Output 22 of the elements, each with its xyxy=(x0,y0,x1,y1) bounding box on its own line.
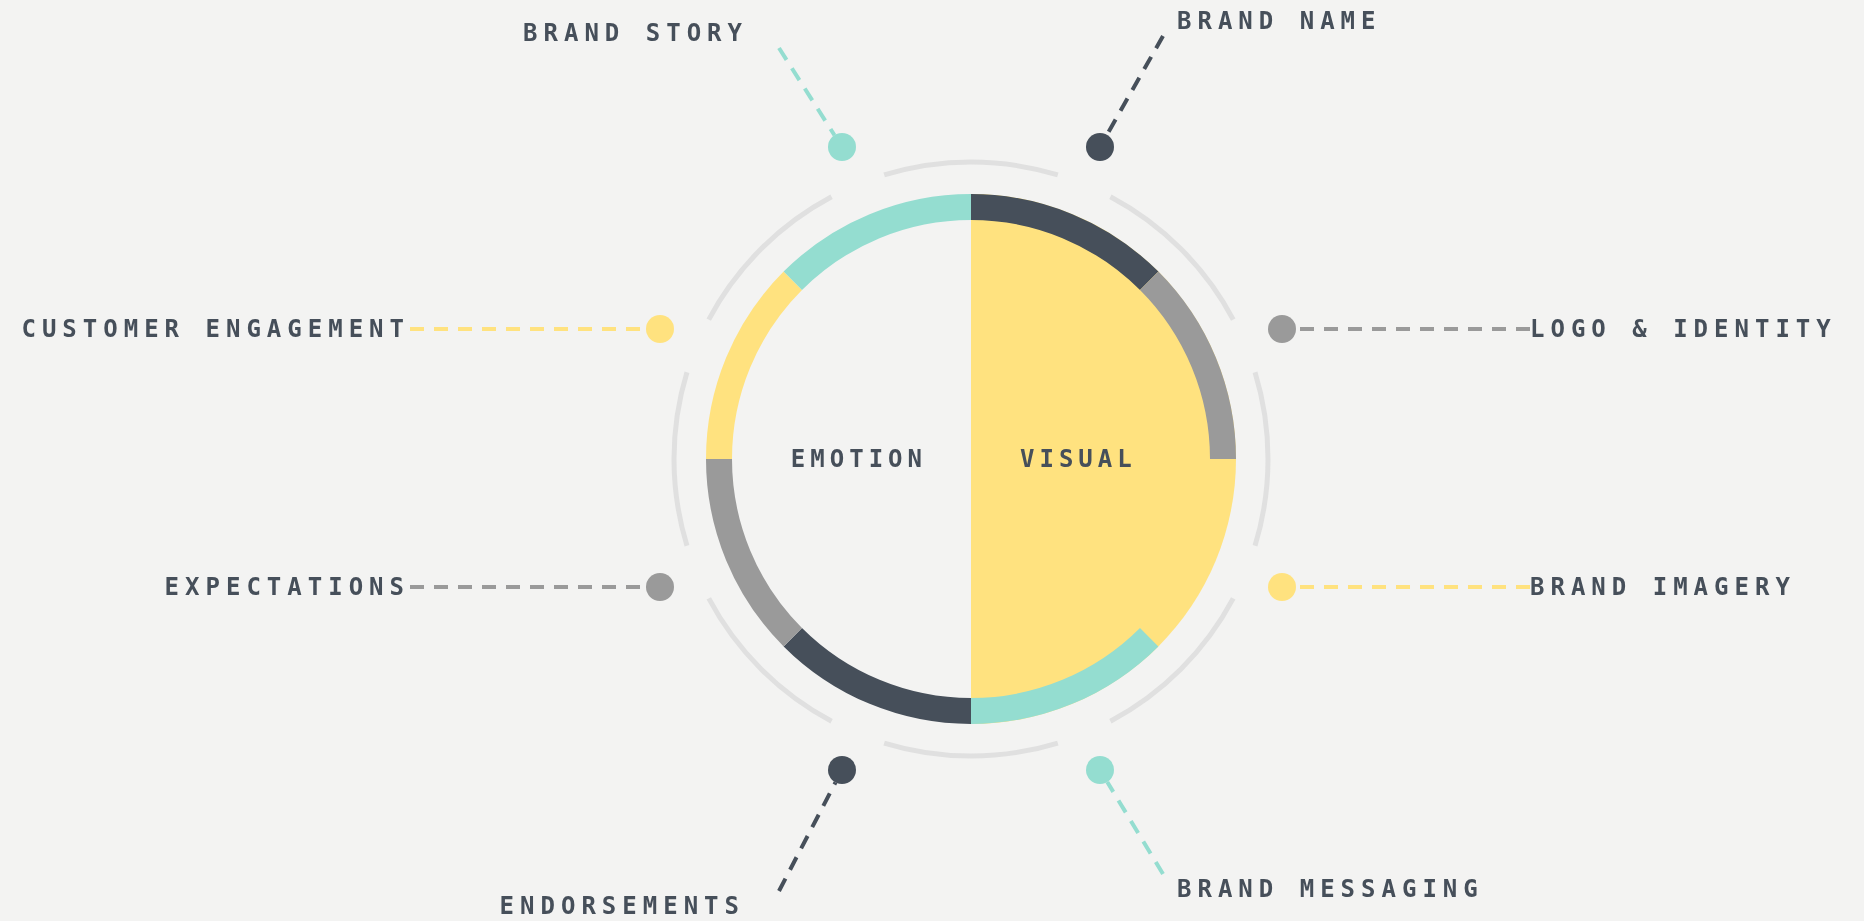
callout-label: LOGO & IDENTITY xyxy=(1530,314,1837,344)
callout-label: BRAND MESSAGING xyxy=(1177,874,1484,904)
dot-marker xyxy=(828,133,856,161)
dot-marker xyxy=(1086,133,1114,161)
dot-marker xyxy=(646,573,674,601)
half-circle xyxy=(706,194,971,724)
dot-marker xyxy=(828,756,856,784)
callout-label: CUSTOMER ENGAGEMENT xyxy=(21,314,410,344)
dot-marker xyxy=(1268,573,1296,601)
leader-line xyxy=(777,781,838,892)
dot-marker xyxy=(1268,315,1296,343)
callout-label: BRAND STORY xyxy=(523,18,748,48)
leader-line xyxy=(1105,780,1165,876)
callout-label: EXPECTATIONS xyxy=(164,572,410,602)
leader-line xyxy=(777,46,837,137)
callout-label: BRAND IMAGERY xyxy=(1530,572,1796,602)
dot-marker xyxy=(646,315,674,343)
segment-label: VISUAL xyxy=(1020,444,1137,474)
segment-label: EMOTION xyxy=(790,444,927,474)
callout-label: ENDORSEMENTS xyxy=(499,891,745,921)
dot-marker xyxy=(1086,756,1114,784)
callout-label: BRAND NAME xyxy=(1177,6,1382,36)
